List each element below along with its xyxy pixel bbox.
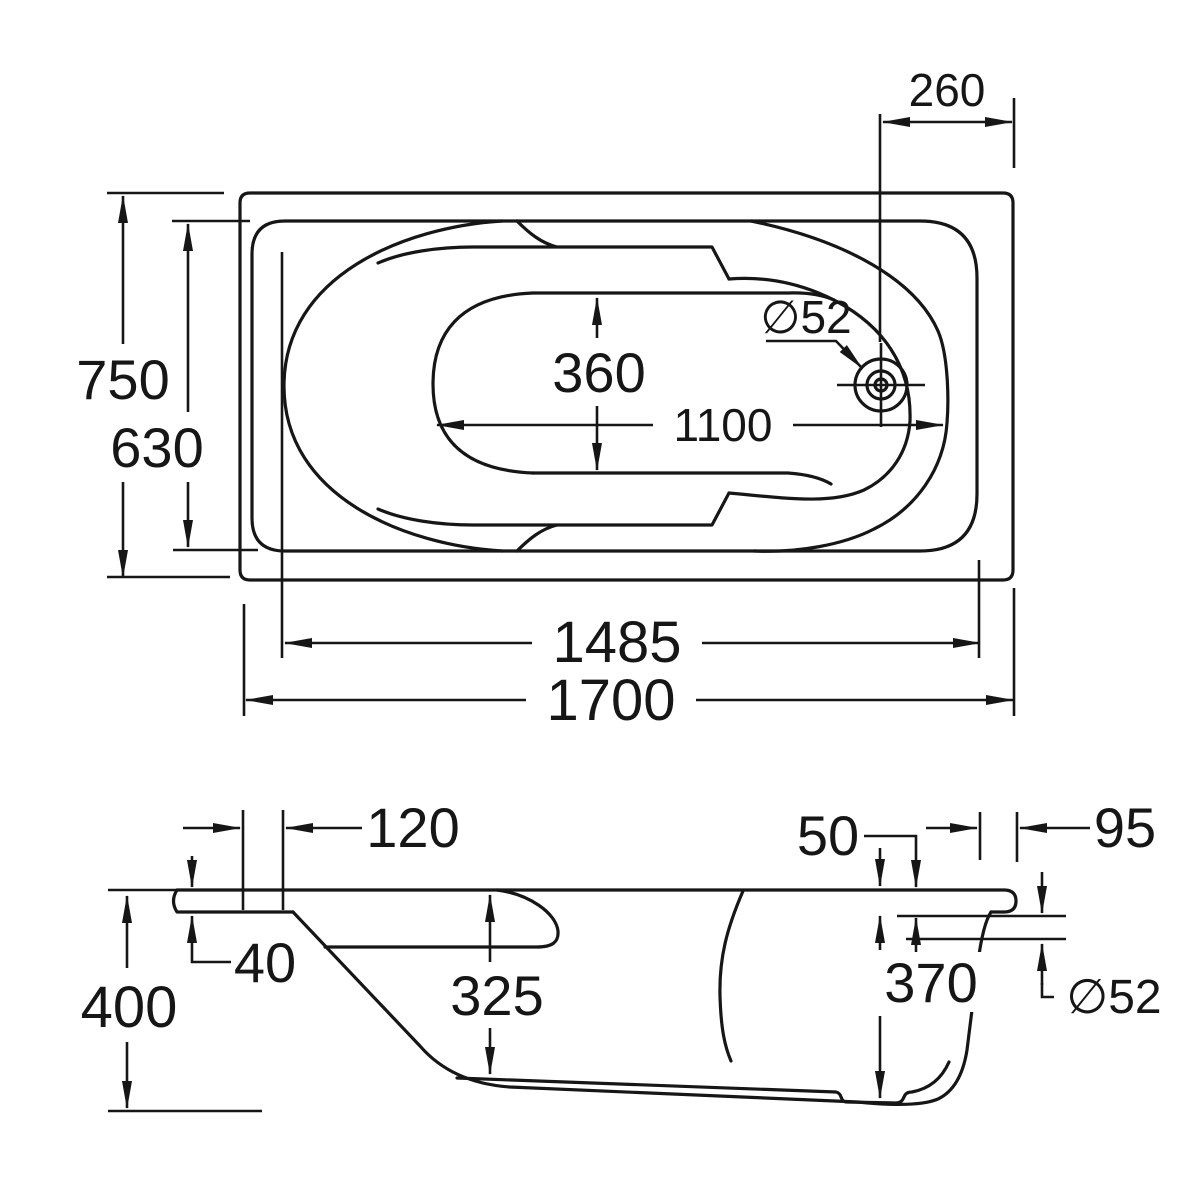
well-inner-top-edge: [376, 245, 731, 281]
tub-outer-outline: [238, 191, 1015, 582]
inner-floor-line: [455, 1060, 951, 1105]
well-end-slope: [718, 889, 745, 1063]
dim-95-label: 95: [1094, 796, 1156, 859]
extension-lines-side-view: [108, 810, 1066, 1113]
well-inner-top-connector: [515, 219, 559, 249]
dim-1700-label: 1700: [546, 668, 675, 733]
dim-360-label: 360: [552, 341, 645, 404]
dim-750-label: 750: [76, 348, 169, 411]
dim-1485-label: 1485: [552, 610, 681, 675]
dim-1100-label: 1100: [674, 399, 773, 451]
extension-lines-top-view: [107, 98, 1016, 716]
dim-50-label: 50: [797, 804, 859, 867]
top-view: 260 750 630 360 1100 ∅52 1485 1700: [70, 64, 1016, 733]
well-left-arc: [282, 219, 504, 553]
dim-120-label: 120: [366, 796, 459, 859]
floor-top-edge: [531, 291, 836, 302]
well-inner-bottom-connector: [515, 523, 559, 553]
dim-370-label: 370: [884, 951, 977, 1014]
dim-260-label: 260: [909, 64, 986, 116]
dim-drain-diameter-top-label: ∅52: [760, 291, 851, 343]
floor-bottom-edge: [531, 471, 833, 486]
dim-400-label: 400: [81, 975, 178, 1040]
dim-630-label: 630: [110, 416, 203, 479]
rim-top-line: [175, 888, 1018, 914]
drain-symbol: [837, 343, 925, 427]
dim-drain-diameter-side-label: ∅52: [1066, 971, 1161, 1024]
floor-left-arc: [431, 291, 535, 475]
tub-rim-inner-outline: [250, 219, 979, 553]
left-rim-lip: [171, 888, 295, 914]
well-inner-bottom-edge: [376, 491, 731, 527]
backrest-hook: [323, 888, 560, 949]
dim-40-label: 40: [234, 931, 296, 994]
dim-325-label: 325: [450, 964, 543, 1027]
side-view: 120 40 400 325 50 95 370 ∅52: [70, 796, 1162, 1113]
